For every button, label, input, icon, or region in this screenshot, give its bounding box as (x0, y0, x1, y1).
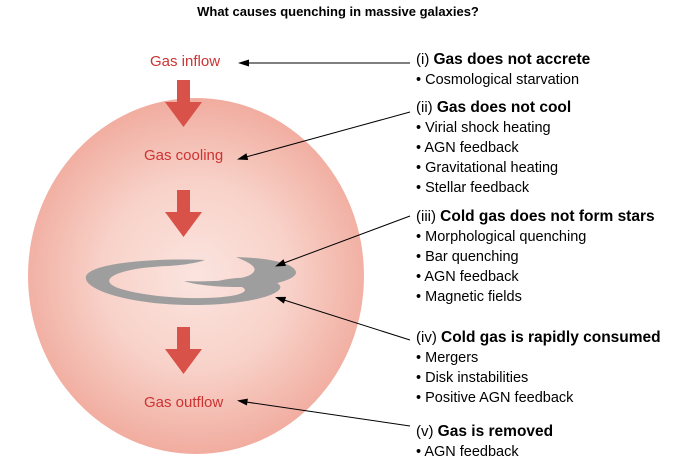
arrowhead-iv (275, 296, 287, 304)
cause-number: (ii) (416, 99, 433, 116)
cause-title: Gas does not accrete (433, 51, 591, 68)
spiral-galaxy-icon (85, 257, 297, 306)
cause-item: Bar quenching (416, 247, 655, 267)
cause-block-ii: (ii) Gas does not cool Virial shock heat… (416, 98, 571, 198)
down-arrow-disk-outflow (165, 327, 202, 374)
connector-arrow-ii (245, 111, 411, 158)
connector-arrow-v (245, 401, 411, 427)
cause-item: Morphological quenching (416, 227, 655, 247)
cause-item: Virial shock heating (416, 118, 571, 138)
arrowhead-v (237, 398, 248, 406)
cause-item: AGN feedback (416, 442, 553, 462)
cause-title: Gas is removed (437, 423, 554, 440)
cause-item: Gravitational heating (416, 158, 571, 178)
connector-arrow-iii (283, 215, 411, 264)
cause-heading: (v) Gas is removed (416, 422, 553, 442)
down-arrow-inflow-cooling (165, 80, 202, 127)
cause-block-iv: (iv) Cold gas is rapidly consumed Merger… (416, 328, 661, 408)
cause-item: Mergers (416, 348, 661, 368)
cause-item: AGN feedback (416, 267, 655, 287)
cause-item: Cosmological starvation (416, 70, 590, 90)
cause-number: (iii) (416, 208, 436, 225)
galaxy-halo (28, 98, 364, 454)
cause-block-iii: (iii) Cold gas does not form stars Morph… (416, 207, 655, 307)
stage-gas-inflow: Gas inflow (150, 53, 221, 70)
cause-number: (v) (416, 423, 434, 440)
stage-gas-cooling: Gas cooling (144, 147, 224, 164)
cause-heading: (iii) Cold gas does not form stars (416, 207, 655, 227)
cause-item: Stellar feedback (416, 178, 571, 198)
cause-number: (i) (416, 51, 430, 68)
down-arrow-cooling-disk (165, 190, 202, 237)
stage-gas-outflow: Gas outflow (144, 394, 224, 411)
cause-number: (iv) (416, 329, 437, 346)
cause-block-v: (v) Gas is removed AGN feedback (416, 422, 553, 462)
cause-title: Gas does not cool (436, 99, 572, 116)
cause-item: AGN feedback (416, 138, 571, 158)
arrowhead-i (238, 59, 249, 67)
connector-arrow-iv (283, 299, 411, 341)
cause-heading: (ii) Gas does not cool (416, 98, 571, 118)
cause-heading: (i) Gas does not accrete (416, 50, 590, 70)
arrowhead-ii (237, 153, 249, 160)
cause-title: Cold gas is rapidly consumed (441, 329, 661, 346)
cause-block-i: (i) Gas does not accrete Cosmological st… (416, 50, 590, 90)
cause-item: Disk instabilities (416, 368, 661, 388)
arrowhead-iii (275, 259, 286, 267)
cause-title: Cold gas does not form stars (440, 208, 655, 225)
diagram-title: What causes quenching in massive galaxie… (197, 4, 479, 19)
cause-item: Magnetic fields (416, 287, 655, 307)
cause-item: Positive AGN feedback (416, 388, 661, 408)
cause-heading: (iv) Cold gas is rapidly consumed (416, 328, 661, 348)
